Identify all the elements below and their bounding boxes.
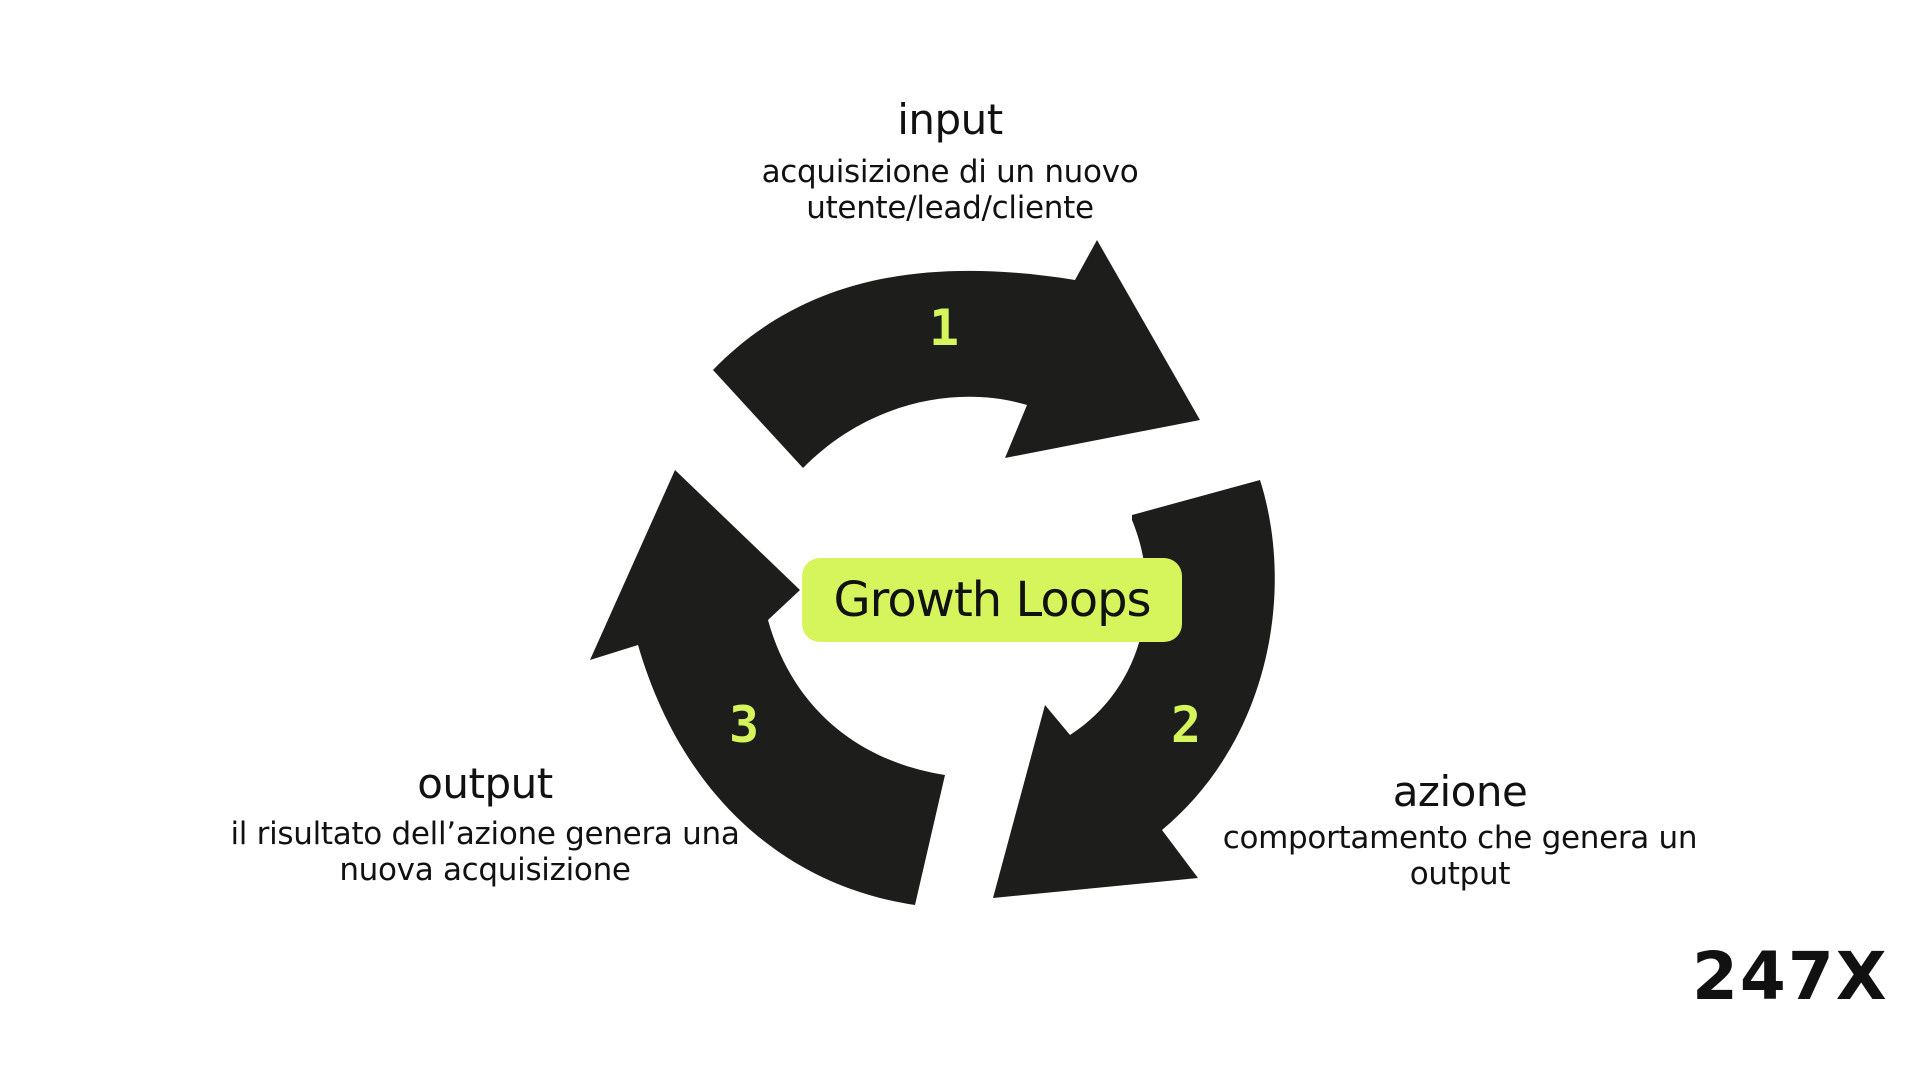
- step-2-number: 2: [1171, 696, 1201, 754]
- arrow-step-2: [993, 480, 1275, 898]
- step-1-caption: input acquisizione di un nuovo utente/le…: [700, 95, 1200, 227]
- step-2-description: comportamento che genera un output: [1222, 820, 1698, 892]
- step-3-title: output: [417, 759, 553, 808]
- step-2-title: azione: [1392, 767, 1528, 816]
- brand-logo: 247X: [1692, 938, 1889, 1015]
- center-label: Growth Loops: [802, 558, 1182, 642]
- step-1-title: input: [897, 95, 1003, 144]
- step-1-description: acquisizione di un nuovo utente/lead/cli…: [761, 154, 1139, 226]
- step-3-description: il risultato dell’azione genera una nuov…: [230, 816, 740, 888]
- step-1-number: 1: [929, 299, 959, 357]
- step-3-number: 3: [729, 696, 759, 754]
- arrow-step-1: [713, 240, 1200, 468]
- step-3-caption: output il risultato dell’azione genera u…: [225, 759, 745, 889]
- arrow-step-3: [590, 470, 945, 905]
- step-2-caption: azione comportamento che genera un outpu…: [1190, 767, 1730, 893]
